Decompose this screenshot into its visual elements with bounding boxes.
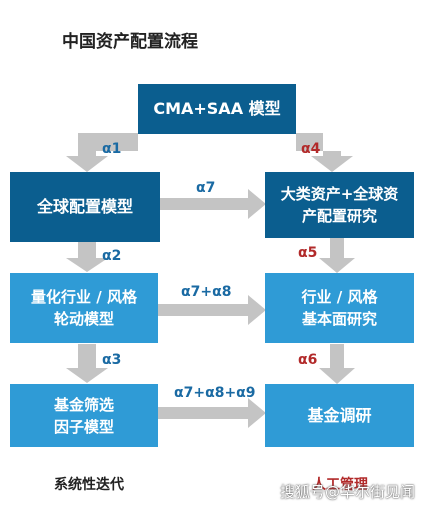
alpha7-alpha8-label: α7+α8 (181, 284, 232, 300)
alpha2-label: α2 (102, 248, 122, 264)
alpha6-label: α6 (298, 352, 318, 368)
arrow-major-to-industry (319, 238, 355, 273)
cma-saa-model-box: CMA+SAA 模型 (138, 84, 296, 134)
arrow-fundscreen-to-fundresearch (158, 398, 266, 428)
alpha4-label: α4 (301, 141, 321, 157)
arrow-cma-to-global (66, 121, 138, 172)
alpha1-label: α1 (102, 141, 122, 157)
quant-industry-rotation-box: 量化行业 / 风格 轮动模型 (10, 273, 158, 343)
manual-management-label: 人工管理 (312, 477, 368, 493)
global-allocation-model-box: 全球配置模型 (10, 172, 160, 242)
industry-style-fundamental-box: 行业 / 风格 基本面研究 (265, 273, 414, 343)
fund-research-box: 基金调研 (265, 384, 414, 447)
watermark-text: 搜狐号@华尔街见闻 (280, 483, 416, 501)
alpha7-alpha8-alpha9-label: α7+α8+α9 (174, 385, 256, 401)
arrow-global-to-major (160, 189, 266, 219)
major-asset-research-box: 大类资产+全球资 产配置研究 (265, 172, 414, 238)
arrow-quant-to-fundscreen (66, 344, 108, 383)
alpha3-label: α3 (102, 352, 122, 368)
alpha5-label: α5 (298, 245, 318, 261)
systematic-iteration-label: 系统性迭代 (54, 477, 124, 493)
arrow-global-to-quant (66, 242, 108, 272)
diagram-title: 中国资产配置流程 (62, 32, 198, 52)
arrow-industry-to-fundresearch (319, 344, 355, 384)
arrow-cma-to-major (296, 121, 353, 172)
alpha7-label: α7 (196, 180, 216, 196)
arrow-quant-to-industry (158, 295, 266, 325)
fund-screening-factor-box: 基金筛选 因子模型 (10, 384, 158, 447)
